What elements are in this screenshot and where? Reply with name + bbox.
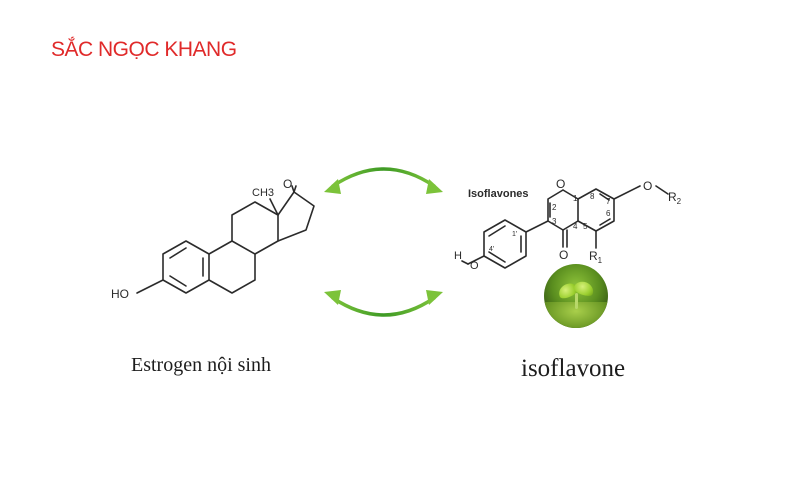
position-6: 6: [606, 209, 611, 218]
position-8: 8: [590, 192, 595, 201]
hydroxyl-o-label: O: [470, 260, 479, 272]
position-4: 4: [573, 222, 578, 231]
position-7: 7: [606, 197, 611, 206]
double-headed-arrow-icon: [324, 167, 443, 194]
brand-logo: SẮC NGỌC KHANG: [51, 38, 237, 61]
r1-label: R1: [589, 249, 603, 265]
estrogen-hydroxyl-label: HO: [111, 287, 129, 301]
double-headed-arrow-icon: [324, 290, 443, 317]
estrogen-structure: HO CH3 O: [111, 177, 315, 301]
r2-label: R2: [668, 190, 682, 206]
estrogen-caption: Estrogen nội sinh: [131, 354, 271, 376]
ether-oxygen-label: O: [643, 179, 652, 193]
hydroxyl-h-label: H: [454, 250, 462, 262]
estrogen-ketone-label: O: [283, 177, 292, 191]
soybean-sprout-image: [544, 264, 608, 328]
position-4-prime: 4': [489, 246, 494, 253]
estrogen-methyl-label: CH3: [252, 187, 274, 199]
position-1: 1: [573, 194, 578, 203]
isoflavone-caption: isoflavone: [521, 355, 626, 382]
position-1-prime: 1': [512, 231, 517, 238]
position-2: 2: [552, 203, 557, 212]
carbonyl-oxygen-label: O: [559, 248, 568, 262]
position-5: 5: [583, 222, 588, 231]
ring-oxygen-label: O: [556, 177, 565, 191]
isoflavone-structure: Isoflavones O O O R2 R1 H O 1 2 3 4 5 6 …: [454, 177, 682, 272]
position-3: 3: [552, 217, 557, 226]
isoflavone-header: Isoflavones: [468, 188, 529, 200]
